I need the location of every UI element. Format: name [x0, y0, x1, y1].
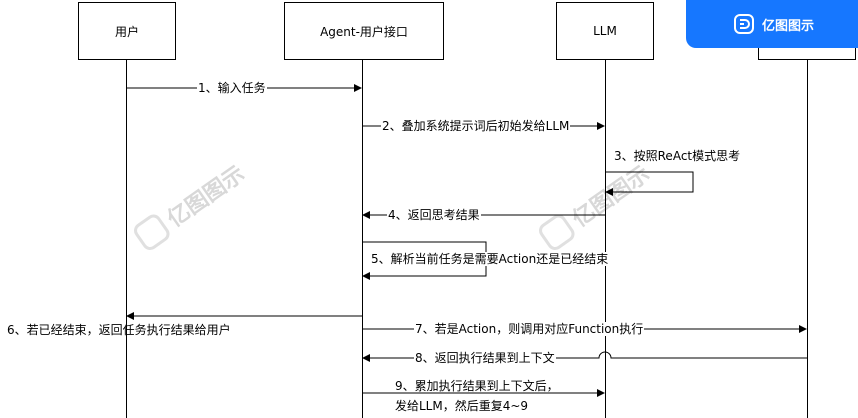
message-4-label: 4、返回思考结果 — [387, 208, 481, 222]
actor-agent-label: Agent-用户接口 — [320, 24, 408, 39]
actor-user-label: 用户 — [114, 24, 139, 39]
message-5-label: 5、解析当前任务是需要Action还是已经结束 — [370, 252, 610, 266]
message-3-label: 3、按照ReAct模式思考 — [613, 149, 742, 163]
lifeline-agent — [362, 60, 363, 418]
actor-llm[interactable]: LLM — [556, 2, 654, 60]
message-8-label: 8、返回执行结果到上下文 — [414, 351, 556, 365]
actor-llm-label: LLM — [593, 24, 617, 38]
lifeline-llm — [605, 60, 606, 418]
brand-name: 亿图图示 — [762, 19, 815, 34]
message-2-label: 2、叠加系统提示词后初始发给LLM — [381, 119, 571, 133]
message-6-label: 6、若已经结束，返回任务执行结果给用户 — [7, 323, 231, 337]
edrawmax-logo-icon — [734, 14, 754, 34]
message-1-label: 1、输入任务 — [197, 81, 267, 95]
brand-badge[interactable]: 亿图图示 — [686, 0, 858, 48]
arrow-3 — [605, 171, 694, 196]
message-9-label: 9、累加执行结果到上下文后，发给LLM，然后重复4~9 — [395, 379, 559, 413]
arrow-8 — [362, 351, 807, 362]
lifeline-function — [807, 60, 808, 418]
actor-agent[interactable]: Agent-用户接口 — [284, 2, 444, 60]
lifeline-user — [126, 60, 127, 418]
message-7-label: 7、若是Action，则调用对应Function执行 — [414, 322, 645, 336]
actor-user[interactable]: 用户 — [78, 2, 176, 60]
